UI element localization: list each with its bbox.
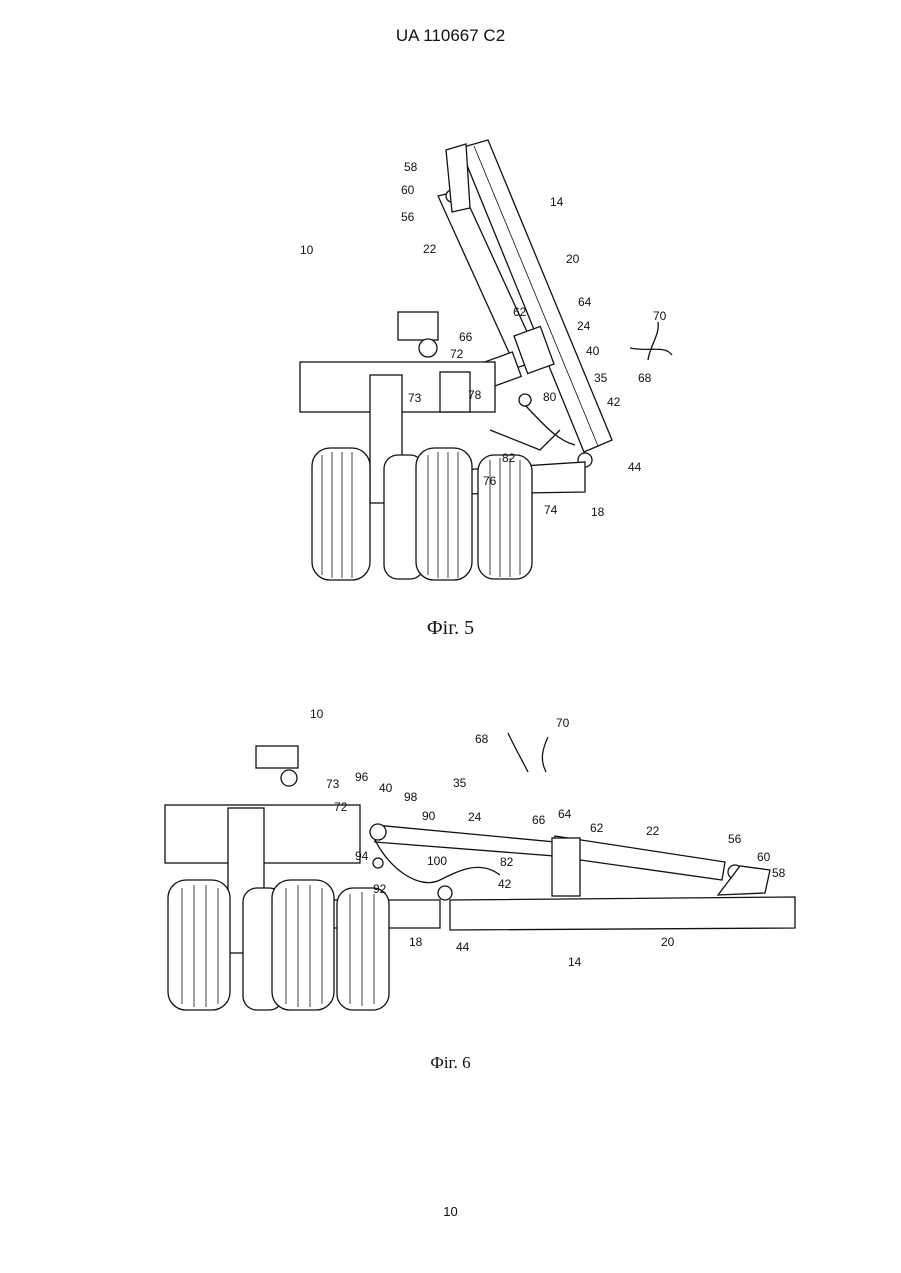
fig6-label-40: 40 (379, 781, 393, 795)
fig6-label-94: 94 (355, 849, 369, 863)
fig5-label-64: 64 (578, 295, 592, 309)
fig5-label-56: 56 (401, 210, 415, 224)
fig5-label-14: 14 (550, 195, 564, 209)
fig6-label-10: 10 (310, 707, 324, 721)
fig6-label-18: 18 (409, 935, 423, 949)
fig5-label-42: 42 (607, 395, 621, 409)
fig6-label-82: 82 (500, 855, 514, 869)
fig6-label-44: 44 (456, 940, 470, 954)
figure-5-drawing: 58 60 56 22 10 14 20 62 64 24 66 72 40 7… (0, 120, 901, 620)
fig5-label-68: 68 (638, 371, 652, 385)
fig6-label-100: 100 (427, 854, 447, 868)
fig5-label-58: 58 (404, 160, 418, 174)
fig5-label-73: 73 (408, 391, 422, 405)
fig5-label-24: 24 (577, 319, 591, 333)
fig5-label-76: 76 (483, 474, 497, 488)
fig5-label-18: 18 (591, 505, 605, 519)
fig6-label-60: 60 (757, 850, 771, 864)
figure-6-caption: Фіг. 6 (0, 1053, 901, 1073)
fig5-label-60: 60 (401, 183, 415, 197)
fig6-label-92: 92 (373, 882, 387, 896)
fig5-label-35: 35 (594, 371, 608, 385)
fig5-label-40: 40 (586, 344, 600, 358)
fig5-label-72: 72 (450, 347, 464, 361)
fig6-label-20: 20 (661, 935, 675, 949)
figure-5-caption: Фіг. 5 (0, 617, 901, 640)
fig6-label-98: 98 (404, 790, 418, 804)
fig6-label-64: 64 (558, 807, 572, 821)
fig5-label-20: 20 (566, 252, 580, 266)
figure-6-drawing: 10 68 70 73 96 40 98 35 72 90 24 66 64 6… (0, 695, 901, 1055)
fig6-label-58: 58 (772, 866, 786, 880)
fig6-label-72: 72 (334, 800, 348, 814)
fig5-label-78: 78 (468, 388, 482, 402)
fig5-label-80: 80 (543, 390, 557, 404)
fig6-label-66: 66 (532, 813, 546, 827)
fig6-label-62: 62 (590, 821, 604, 835)
page-number: 10 (0, 1204, 901, 1219)
fig5-label-82: 82 (502, 451, 516, 465)
fig6-label-35: 35 (453, 776, 467, 790)
patent-header: UA 110667 C2 (0, 26, 901, 46)
fig6-label-70: 70 (556, 716, 570, 730)
fig5-label-74: 74 (544, 503, 558, 517)
fig6-label-56: 56 (728, 832, 742, 846)
fig6-label-68: 68 (475, 732, 489, 746)
fig5-label-22: 22 (423, 242, 437, 256)
fig6-label-42: 42 (498, 877, 512, 891)
fig6-label-96: 96 (355, 770, 369, 784)
fig5-label-10: 10 (300, 243, 314, 257)
fig5-label-66: 66 (459, 330, 473, 344)
fig6-label-24: 24 (468, 810, 482, 824)
fig6-label-90: 90 (422, 809, 436, 823)
fig6-label-14: 14 (568, 955, 582, 969)
fig6-label-73: 73 (326, 777, 340, 791)
fig5-label-62: 62 (513, 305, 527, 319)
fig5-label-44: 44 (628, 460, 642, 474)
fig5-label-70: 70 (653, 309, 667, 323)
fig6-label-22: 22 (646, 824, 660, 838)
